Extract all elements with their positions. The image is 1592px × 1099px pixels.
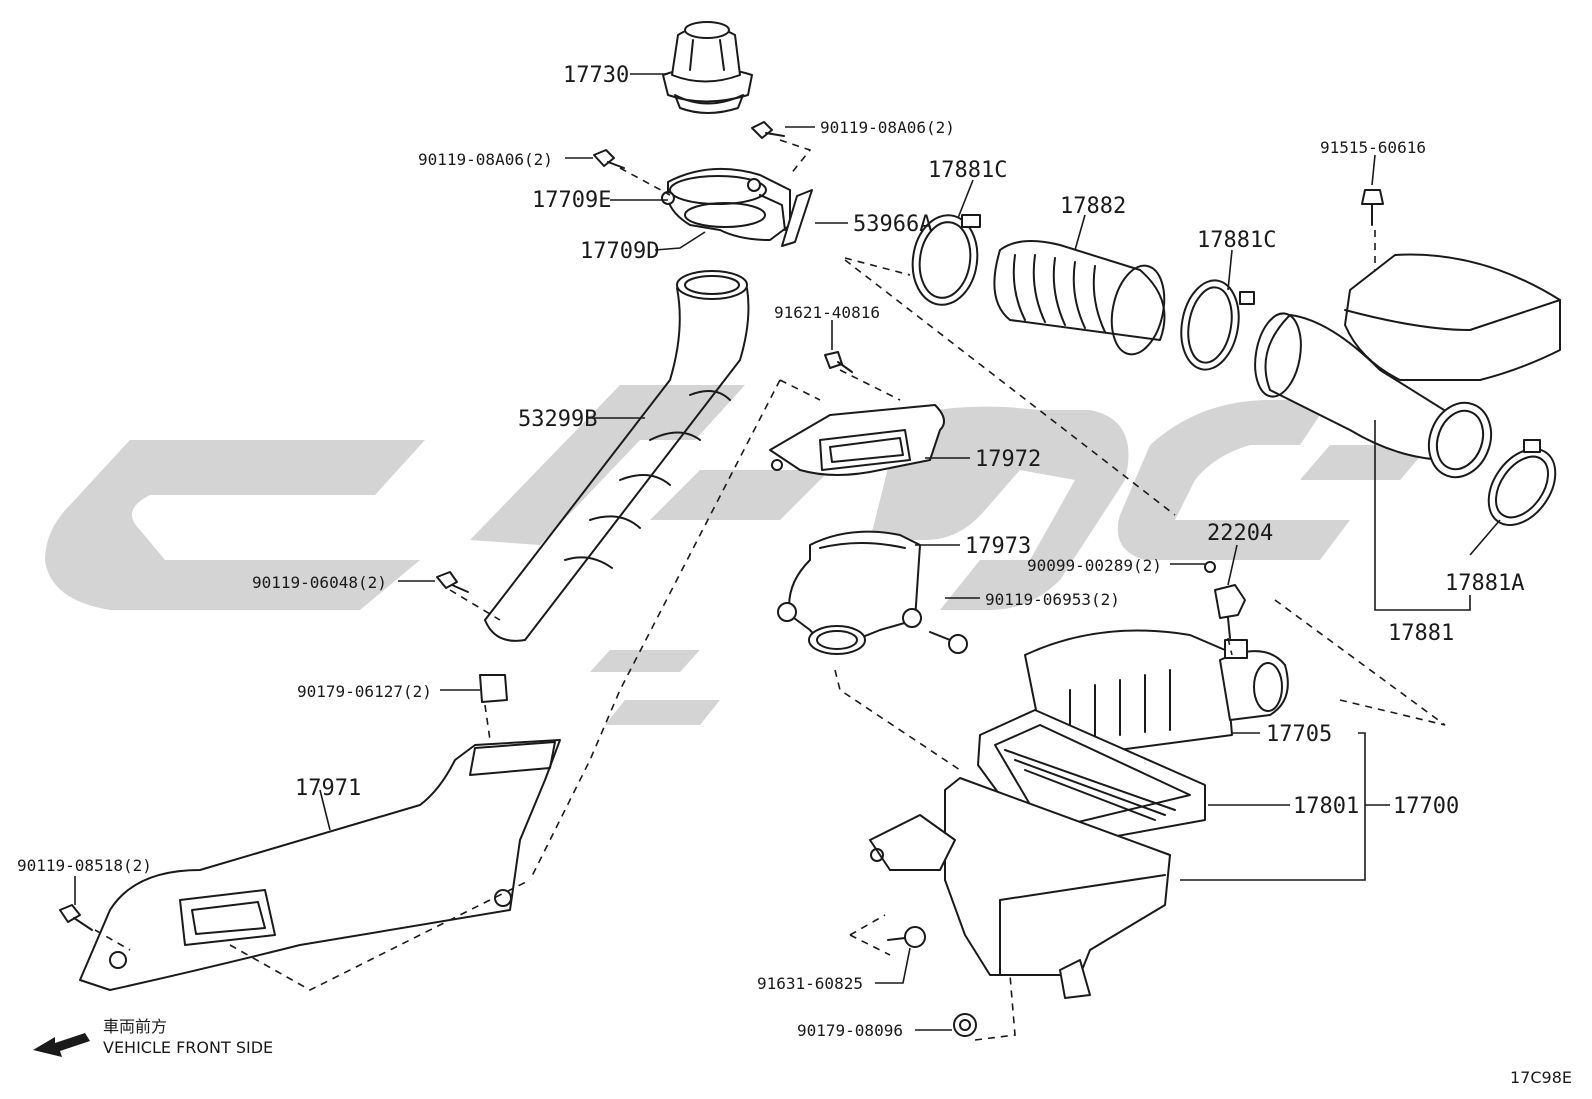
part-17881-inlet-drawing	[1254, 253, 1561, 479]
label-17882[interactable]: 17882	[1060, 194, 1126, 219]
part-labels: 17730 90119-08A06(2) 90119-08A06(2) 1770…	[17, 63, 1524, 1040]
part-17705-cap-drawing	[1024, 629, 1289, 756]
bolt-90119-08A06-left-drawing	[593, 149, 625, 169]
label-17730[interactable]: 17730	[563, 63, 629, 88]
bolt-90119-08518-drawing	[59, 904, 93, 931]
diagram-code: 17C98E	[1510, 1068, 1572, 1087]
leader-lines	[74, 73, 1501, 1031]
label-17705[interactable]: 17705	[1266, 722, 1332, 747]
watermark-logo	[45, 385, 1430, 725]
label-90119-06953[interactable]: 90119-06953(2)	[985, 590, 1120, 609]
label-17700[interactable]: 17700	[1393, 794, 1459, 819]
part-17881C-clamp-right-drawing	[1180, 279, 1255, 371]
label-17972[interactable]: 17972	[975, 447, 1041, 472]
part-17709-adapter-drawing	[661, 167, 791, 241]
label-17881A[interactable]: 17881A	[1445, 571, 1524, 596]
grommet-90179-08096-drawing	[953, 1013, 977, 1037]
bolt-90119-06048-drawing	[436, 571, 469, 593]
part-17700-case-drawing	[869, 777, 1171, 999]
dashed-assembly-lines	[94, 139, 1446, 1041]
label-91631-60825[interactable]: 91631-60825	[757, 974, 863, 993]
part-53299B-duct-drawing	[484, 270, 750, 642]
bolt-91515-60616-drawing	[1361, 189, 1384, 226]
clip-90179-06127-drawing	[479, 674, 508, 703]
label-17973[interactable]: 17973	[965, 534, 1031, 559]
label-91621-40816[interactable]: 91621-40816	[774, 303, 880, 322]
label-17881C-right[interactable]: 17881C	[1197, 228, 1276, 253]
label-90119-08A06-right[interactable]: 90119-08A06(2)	[820, 118, 955, 137]
label-90179-08096[interactable]: 90179-08096	[797, 1021, 903, 1040]
front-direction-arrow-icon	[33, 1033, 90, 1057]
label-91515-60616[interactable]: 91515-60616	[1320, 138, 1426, 157]
part-22204-sensor-drawing	[1204, 561, 1246, 639]
bolt-90119-06953-drawing	[929, 631, 968, 654]
label-90179-06127[interactable]: 90179-06127(2)	[297, 682, 432, 701]
label-17801[interactable]: 17801	[1293, 794, 1359, 819]
vehicle-front-japanese: 車両前方	[103, 1017, 167, 1036]
part-17971-duct-drawing	[79, 739, 561, 991]
label-53299B[interactable]: 53299B	[518, 407, 597, 432]
part-17730-cap-drawing	[662, 21, 753, 114]
bolt-91621-40816-drawing	[824, 351, 853, 373]
part-53966A-gasket-drawing	[781, 189, 813, 247]
label-90119-08518[interactable]: 90119-08518(2)	[17, 856, 152, 875]
part-17972-bracket-drawing	[769, 404, 945, 476]
label-17881C-left[interactable]: 17881C	[928, 158, 1007, 183]
part-17881A-clamp-drawing	[1487, 439, 1557, 526]
label-17971[interactable]: 17971	[295, 776, 361, 801]
label-90119-06048[interactable]: 90119-06048(2)	[252, 573, 387, 592]
part-17881C-clamp-left-drawing	[911, 214, 981, 306]
part-17882-hose-drawing	[993, 240, 1166, 356]
label-90099-00289[interactable]: 90099-00289(2)	[1027, 556, 1162, 575]
vehicle-front-indicator: 車両前方 VEHICLE FRONT SIDE	[33, 1017, 273, 1057]
label-22204[interactable]: 22204	[1207, 521, 1273, 546]
label-17709E[interactable]: 17709E	[532, 188, 611, 213]
bolt-90119-08A06-right-drawing	[751, 121, 785, 139]
vehicle-front-english: VEHICLE FRONT SIDE	[103, 1038, 273, 1057]
label-90119-08A06-left[interactable]: 90119-08A06(2)	[418, 150, 553, 169]
bolt-91631-60825-drawing	[887, 926, 926, 948]
part-17973-intake-drawing	[777, 530, 922, 655]
label-17881[interactable]: 17881	[1388, 621, 1454, 646]
label-17709D[interactable]: 17709D	[580, 239, 659, 264]
label-53966A[interactable]: 53966A	[853, 212, 932, 237]
